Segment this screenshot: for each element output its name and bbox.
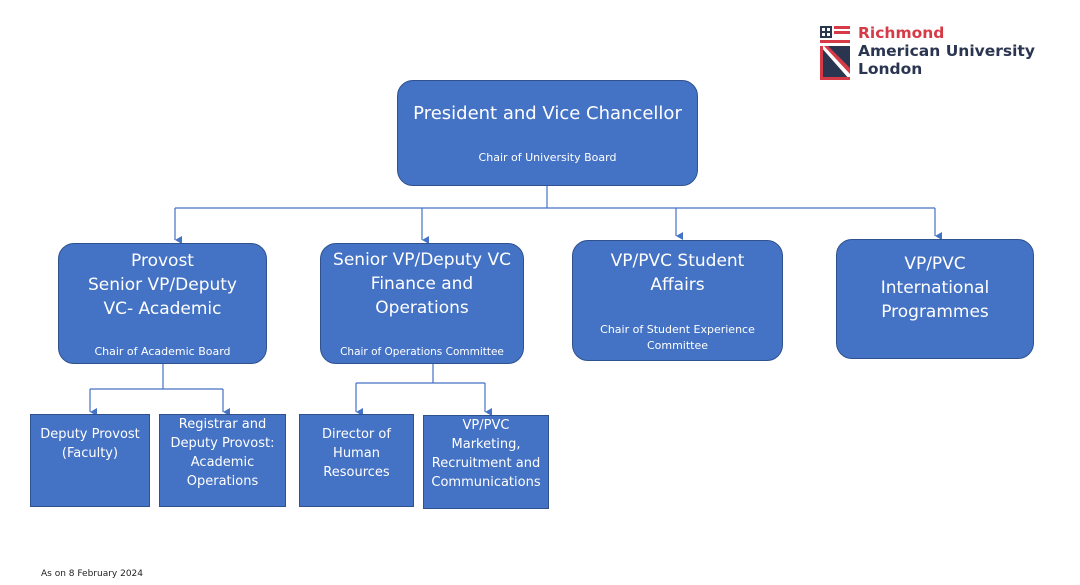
label-line: Deputy Provost [40, 427, 140, 442]
label-line: Resources [323, 465, 390, 480]
node-provost-subtitle: Chair of Academic Board [94, 345, 231, 358]
as-of-date: As on 8 February 2024 [41, 569, 144, 579]
label-line: Human [333, 446, 380, 461]
title-line: International [880, 278, 990, 298]
logo-line-1: Richmond [858, 24, 945, 42]
label-line: Recruitment and [431, 456, 541, 471]
label-line: (Faculty) [61, 446, 119, 461]
node-registrar-label: Registrar and Deputy Provost: Academic O… [171, 415, 275, 491]
node-student-subtitle: Chair of Student Experience Committee [573, 322, 782, 354]
node-provost[interactable]: Provost Senior VP/Deputy VC- Academic Ch… [58, 243, 267, 364]
label-line: Communications [431, 475, 541, 490]
node-deputy-provost[interactable]: Deputy Provost (Faculty) [30, 414, 150, 507]
label-line: Deputy Provost: [170, 436, 275, 451]
node-finance-title: Senior VP/Deputy VC Finance and Operatio… [321, 248, 523, 320]
node-student-title: VP/PVC Student Affairs [573, 249, 782, 297]
node-finance-operations[interactable]: Senior VP/Deputy VC Finance and Operatio… [320, 243, 524, 364]
node-president-title: President and Vice Chancellor [413, 103, 682, 124]
node-marketing[interactable]: VP/PVC Marketing, Recruitment and Commun… [423, 415, 549, 509]
title-line: Senior VP/Deputy [88, 275, 237, 295]
subtitle-line: Chair of Student Experience [600, 323, 755, 336]
node-deputy-provost-label: Deputy Provost (Faculty) [40, 415, 140, 463]
label-line: VP/PVC [462, 418, 510, 433]
title-line: Provost [131, 251, 194, 271]
node-international-programmes[interactable]: VP/PVC International Programmes [836, 239, 1034, 359]
node-provost-title: Provost Senior VP/Deputy VC- Academic [59, 249, 266, 321]
title-line: Operations [375, 298, 469, 318]
node-president-subtitle: Chair of University Board [478, 151, 617, 164]
node-president[interactable]: President and Vice Chancellor Chair of U… [397, 80, 698, 186]
label-line: Registrar and [178, 417, 267, 432]
title-line: VP/PVC Student [610, 251, 745, 271]
university-logo: Richmond American University London [820, 24, 1050, 80]
node-marketing-label: VP/PVC Marketing, Recruitment and Commun… [431, 416, 540, 492]
node-finance-subtitle: Chair of Operations Committee [340, 346, 504, 358]
title-line: Programmes [881, 302, 989, 322]
title-line: VC- Academic [103, 299, 222, 319]
union-flag-icon [820, 26, 850, 80]
node-human-resources[interactable]: Director of Human Resources [299, 414, 414, 507]
label-line: Academic [190, 455, 255, 470]
logo-line-3: London [858, 60, 923, 78]
node-registrar[interactable]: Registrar and Deputy Provost: Academic O… [159, 414, 286, 507]
title-line: Senior VP/Deputy VC [333, 250, 511, 270]
title-line: Affairs [650, 275, 705, 295]
logo-wordmark: Richmond American University London [858, 24, 1035, 78]
title-line: Finance and [370, 274, 474, 294]
label-line: Director of [322, 427, 391, 442]
label-line: Operations [186, 474, 259, 489]
title-line: VP/PVC [904, 254, 966, 274]
node-student-affairs[interactable]: VP/PVC Student Affairs Chair of Student … [572, 240, 783, 361]
subtitle-line: Committee [646, 339, 709, 352]
node-international-title: VP/PVC International Programmes [837, 252, 1033, 324]
node-hr-label: Director of Human Resources [322, 415, 391, 482]
logo-line-2: American University [858, 42, 1035, 60]
label-line: Marketing, [451, 437, 521, 452]
